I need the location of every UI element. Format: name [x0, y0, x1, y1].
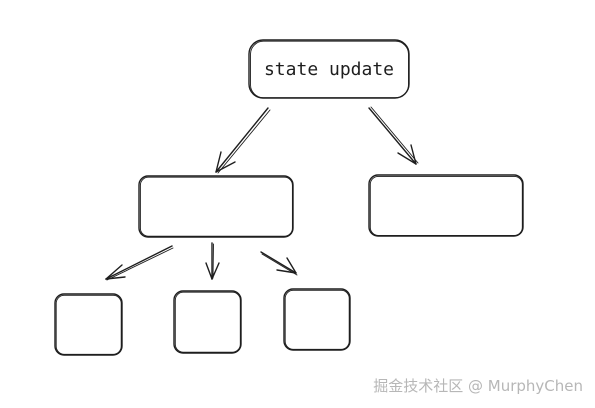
- node-child-right: [368, 174, 524, 237]
- watermark: 掘金技术社区 @ MurphyChen: [373, 377, 583, 395]
- node-grandchild-3: [283, 288, 351, 351]
- node-grandchild-2: [173, 290, 242, 354]
- root-node-label: state update: [263, 58, 395, 80]
- arrow-left-to-grandchild-2: [205, 242, 220, 280]
- arrow-left-to-grandchild-3: [260, 251, 298, 276]
- arrow-root-to-right: [368, 106, 419, 165]
- node-root: [248, 39, 410, 99]
- arrow-left-to-grandchild-1: [105, 245, 174, 281]
- node-child-left: [138, 175, 294, 238]
- arrow-root-to-left: [215, 107, 271, 174]
- node-grandchild-1: [54, 293, 123, 356]
